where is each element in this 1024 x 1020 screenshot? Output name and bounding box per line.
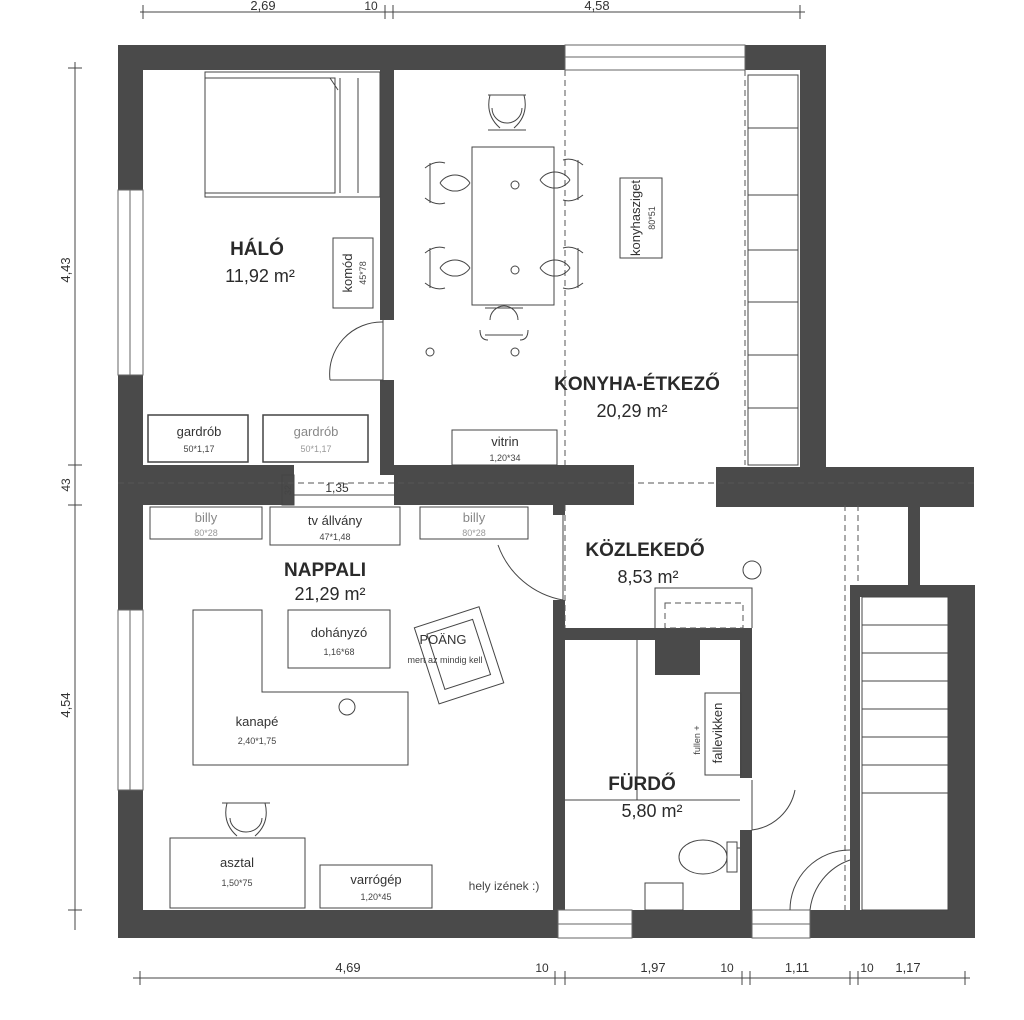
dim-bottom-1: 4,69 xyxy=(335,960,360,975)
room-area-halo: 11,92 m² xyxy=(225,266,295,286)
gardrob-2-label: gardrób xyxy=(294,424,339,439)
varrogep-dims: 1,20*45 xyxy=(360,892,391,902)
room-area-furdo: 5,80 m² xyxy=(621,801,682,821)
billy-1: billy 80*28 xyxy=(149,506,263,540)
tv-dims: 47*1,48 xyxy=(319,532,350,542)
dim-left-2: 43 xyxy=(59,478,73,492)
vitrin: vitrin 1,20*34 xyxy=(451,429,558,466)
toilet xyxy=(678,839,740,875)
billy-1-dims: 80*28 xyxy=(194,528,218,538)
konyhasziget-dims: 80*51 xyxy=(647,206,657,230)
billy-1-label: billy xyxy=(195,510,218,525)
dining-chairs xyxy=(424,94,584,357)
komod: komód 45*78 xyxy=(332,237,374,309)
billy-2-label: billy xyxy=(463,510,486,525)
dim-inner-1: 1,35 xyxy=(325,481,349,495)
vitrin-dims: 1,20*34 xyxy=(489,453,520,463)
room-name-kozlekedo: KÖZLEKEDŐ xyxy=(585,539,704,561)
dim-top-1: 2,69 xyxy=(250,0,275,13)
dining-table xyxy=(471,146,555,306)
fullen-label-1: fullen + xyxy=(692,725,702,754)
asztal-dims: 1,50*75 xyxy=(221,878,252,888)
room-area-konyha: 20,29 m² xyxy=(596,401,667,421)
dim-left-3: 4,54 xyxy=(58,692,73,717)
dim-bottom-6: 10 xyxy=(860,961,874,975)
dashed-guides xyxy=(118,70,975,910)
varrogep-label: varrógép xyxy=(350,872,401,887)
billy-2: billy 80*28 xyxy=(419,506,529,540)
komod-dims: 45*78 xyxy=(358,261,368,285)
asztal: asztal 1,50*75 xyxy=(169,837,306,909)
room-name-furdo: FÜRDŐ xyxy=(608,773,676,795)
hall-cabinet xyxy=(654,587,753,628)
doors xyxy=(329,320,851,911)
gardrob-2-dims: 50*1,17 xyxy=(300,444,331,454)
dim-bottom-5: 1,11 xyxy=(785,960,809,975)
dohanyzo-dims: 1,16*68 xyxy=(323,647,354,657)
walls xyxy=(118,45,975,938)
dim-bottom-2: 10 xyxy=(535,961,549,975)
gardrob-2: gardrób 50*1,17 xyxy=(262,414,369,463)
kitchen-counter xyxy=(747,74,799,466)
billy-2-dims: 80*28 xyxy=(462,528,486,538)
room-name-nappali: NAPPALI xyxy=(284,560,366,581)
hely-note: hely izének :) xyxy=(469,879,540,893)
konyhasziget-label: konyhasziget xyxy=(628,180,643,256)
dim-bottom-3: 1,97 xyxy=(640,960,665,975)
dimension-lines xyxy=(68,5,970,985)
dohanyzo: dohányzó 1,16*68 xyxy=(287,609,391,669)
room-name-konyha: KONYHA-ÉTKEZŐ xyxy=(554,373,720,395)
bath-fixtures xyxy=(565,640,742,911)
asztal-label: asztal xyxy=(220,855,254,870)
varrogep: varrógép 1,20*45 xyxy=(319,864,433,909)
konyhasziget: konyhasziget 80*51 xyxy=(619,177,663,259)
dim-left-1: 4,43 xyxy=(58,257,73,282)
fullen-label-2: fallevikken xyxy=(710,703,725,764)
inner-dimension xyxy=(281,474,394,506)
vitrin-label: vitrin xyxy=(491,434,518,449)
desk-chair xyxy=(222,802,270,839)
room-name-halo: HÁLÓ xyxy=(230,238,284,260)
kanape: kanapé 2,40*1,75 xyxy=(192,609,409,766)
dim-top-3: 4,58 xyxy=(584,0,609,13)
tv-allvany: tv állvány 47*1,48 xyxy=(269,506,401,546)
kanape-label: kanapé xyxy=(236,714,279,729)
gardrob-1-label: gardrób xyxy=(177,424,222,439)
room-area-kozlekedo: 8,53 m² xyxy=(617,567,678,587)
dim-bottom-4: 10 xyxy=(720,961,734,975)
room-area-nappali: 21,29 m² xyxy=(294,584,365,604)
dim-inner-2: 32 xyxy=(283,485,293,495)
staircase xyxy=(861,596,949,911)
gardrob-1-dims: 50*1,17 xyxy=(183,444,214,454)
dim-top-2: 10 xyxy=(364,0,378,13)
fullen-cabinet: fullen + fallevikken xyxy=(692,703,725,764)
tv-label: tv állvány xyxy=(308,513,363,528)
komod-label: komód xyxy=(340,253,355,292)
poang-sub: mert az mindig kell xyxy=(407,655,482,665)
lamp-circle xyxy=(742,560,762,580)
bed xyxy=(204,71,381,198)
poang-label: POÄNG xyxy=(420,632,467,647)
poang-chair: POÄNG mert az mindig kell xyxy=(407,606,505,705)
window-sills xyxy=(129,56,810,925)
kanape-dims: 2,40*1,75 xyxy=(238,736,277,746)
dohanyzo-label: dohányzó xyxy=(311,625,367,640)
dim-bottom-7: 1,17 xyxy=(895,960,920,975)
gardrob-1: gardrób 50*1,17 xyxy=(147,414,249,463)
